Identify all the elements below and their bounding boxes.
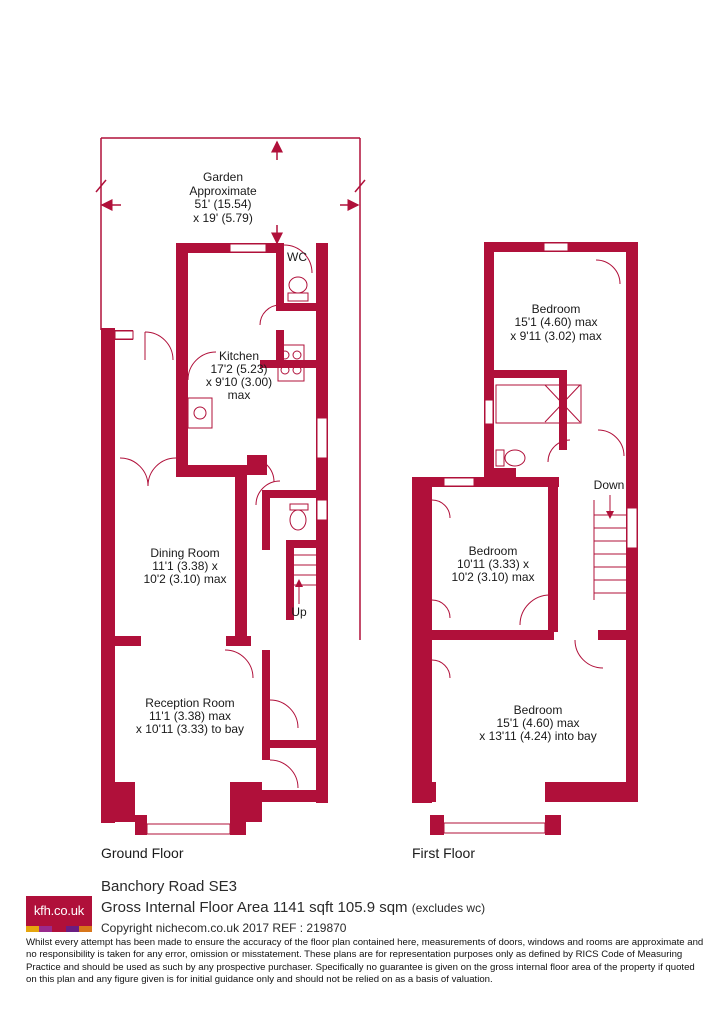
- ground-floor-label: Ground Floor: [101, 845, 184, 861]
- stairs-up-label: Up: [291, 605, 307, 619]
- reception-room-label: Reception Room: [145, 696, 234, 710]
- bedroom-rear-dim1: 15'1 (4.60) max: [515, 315, 598, 329]
- logo-stripe: [26, 926, 40, 932]
- bedroom-front-dim1: 15'1 (4.60) max: [497, 716, 580, 730]
- logo-stripe: [78, 926, 93, 932]
- floor-area-value: Gross Internal Floor Area 1141 sqft 105.…: [101, 899, 408, 916]
- disclaimer: Whilst every attempt has been made to en…: [26, 937, 704, 985]
- bedroom-front-dim2: x 13'11 (4.24) into bay: [479, 729, 596, 743]
- ground-floor-plan: Garden Approximate 51' (15.54) x 19' (5.…: [95, 137, 366, 835]
- ground-fixtures: [187, 276, 316, 604]
- kfh-logo: kfh.co.uk: [26, 896, 93, 932]
- first-doors: [431, 259, 625, 679]
- logo-text: kfh.co.uk: [26, 896, 92, 926]
- first-windows: [443, 242, 638, 834]
- floor-plan-drawing: Garden Approximate 51' (15.54) x 19' (5.…: [95, 137, 638, 835]
- stairs-down-label: Down: [594, 478, 625, 492]
- kitchen-dim1: 17'2 (5.23): [211, 362, 268, 376]
- bedroom-rear-dim2: x 9'11 (3.02) max: [510, 329, 601, 343]
- dining-room-label: Dining Room: [150, 546, 219, 560]
- logo-stripes: [26, 926, 93, 932]
- bedroom-middle-dim2: 10'2 (3.10) max: [452, 570, 535, 584]
- floor-area-note: (excludes wc): [411, 901, 486, 915]
- first-fixtures: [495, 384, 626, 600]
- ground-doors: [119, 244, 313, 789]
- logo-stripe: [52, 926, 66, 932]
- kitchen-dim3: max: [228, 388, 251, 402]
- reception-room-dim1: 11'1 (3.38) max: [149, 709, 231, 723]
- garden-width: x 19' (5.79): [193, 211, 253, 225]
- bedroom-rear-label: Bedroom: [532, 302, 581, 316]
- bedroom-front-label: Bedroom: [514, 703, 563, 717]
- bedroom-middle-label: Bedroom: [469, 544, 518, 558]
- ground-stairs: [292, 544, 316, 604]
- first-floor-label: First Floor: [412, 845, 475, 861]
- wc-label: WC: [287, 250, 307, 264]
- first-floor-plan: Bedroom 15'1 (4.60) max x 9'11 (3.02) ma…: [412, 242, 638, 835]
- garden-label: Garden: [203, 170, 243, 184]
- bedroom-middle-dim1: 10'11 (3.33) x: [457, 557, 529, 571]
- kitchen-dim2: x 9'10 (3.00): [206, 375, 272, 389]
- first-stairs: [593, 495, 626, 600]
- reception-room-dim2: x 10'11 (3.33) to bay: [136, 722, 244, 736]
- garden-approx: Approximate: [189, 184, 257, 198]
- dining-room-dim2: 10'2 (3.10) max: [144, 572, 227, 586]
- ground-exterior-walls: [101, 243, 328, 835]
- garden-length: 51' (15.54): [195, 197, 252, 211]
- kitchen-label: Kitchen: [219, 349, 259, 363]
- logo-stripe: [39, 926, 53, 932]
- property-address: Banchory Road SE3: [101, 878, 237, 895]
- logo-stripe: [65, 926, 79, 932]
- garden-outline: [95, 137, 366, 640]
- ground-windows: [114, 243, 328, 835]
- dining-room-dim1: 11'1 (3.38) x: [152, 559, 217, 573]
- copyright: Copyright nichecom.co.uk 2017 REF : 2198…: [101, 921, 347, 935]
- floor-area: Gross Internal Floor Area 1141 sqft 105.…: [101, 899, 485, 916]
